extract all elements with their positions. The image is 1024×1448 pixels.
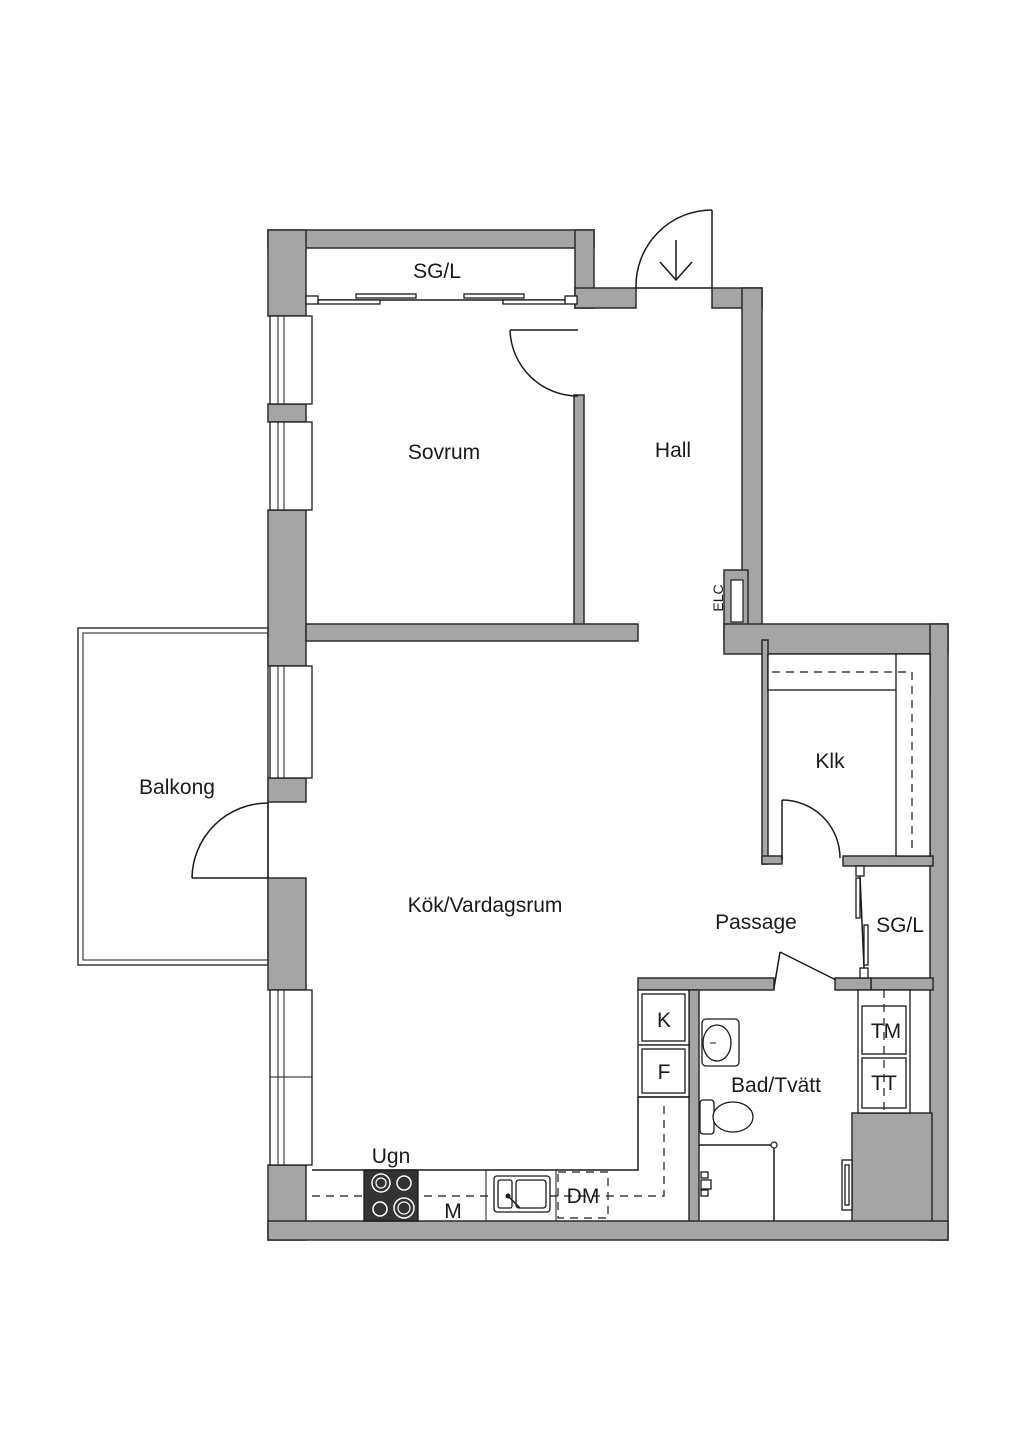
label-ugn: Ugn: [372, 1145, 411, 1168]
label-dm: DM: [567, 1185, 600, 1208]
label-sg-l-right: SG/L: [876, 914, 924, 937]
label-klk: Klk: [815, 750, 845, 773]
balcony: [77, 627, 269, 966]
closet-shelves: [767, 653, 931, 857]
label-bad-tvatt: Bad/Tvätt: [731, 1074, 821, 1097]
label-elc: ELC: [710, 584, 726, 611]
label-hall: Hall: [655, 439, 691, 462]
bathroom-door: [773, 951, 837, 989]
label-f: F: [658, 1061, 671, 1084]
bedroom-door: [509, 329, 579, 397]
windows: [269, 315, 313, 1166]
label-sg-l-top: SG/L: [413, 260, 461, 283]
fixture-labels: K F TM TT Ugn M DM: [372, 1009, 901, 1223]
walls: [267, 229, 949, 1241]
label-passage: Passage: [715, 911, 797, 934]
label-kok-vardagsrum: Kök/Vardagsrum: [408, 894, 563, 917]
label-balkong: Balkong: [139, 776, 215, 799]
kitchen-fixtures: [312, 989, 690, 1222]
label-m: M: [444, 1200, 462, 1223]
entrance-door: [635, 209, 713, 289]
room-labels: SG/L Sovrum Hall ELC Balkong Klk Kök/Var…: [139, 260, 924, 1097]
window-2: [269, 421, 313, 511]
balcony-door: [191, 802, 269, 879]
window-4: [269, 989, 313, 1166]
top-wardrobe-sliding-doors: [305, 293, 578, 305]
window-3: [269, 665, 313, 779]
bathroom-fixtures: [699, 989, 911, 1221]
closet-door: [781, 799, 841, 860]
label-tt: TT: [871, 1072, 897, 1095]
label-sovrum: Sovrum: [408, 441, 480, 464]
label-tm: TM: [871, 1020, 901, 1043]
window-1: [269, 315, 313, 405]
label-k: K: [657, 1009, 671, 1032]
right-wardrobe-sliding-doors: [855, 865, 869, 979]
doors: [191, 209, 841, 989]
